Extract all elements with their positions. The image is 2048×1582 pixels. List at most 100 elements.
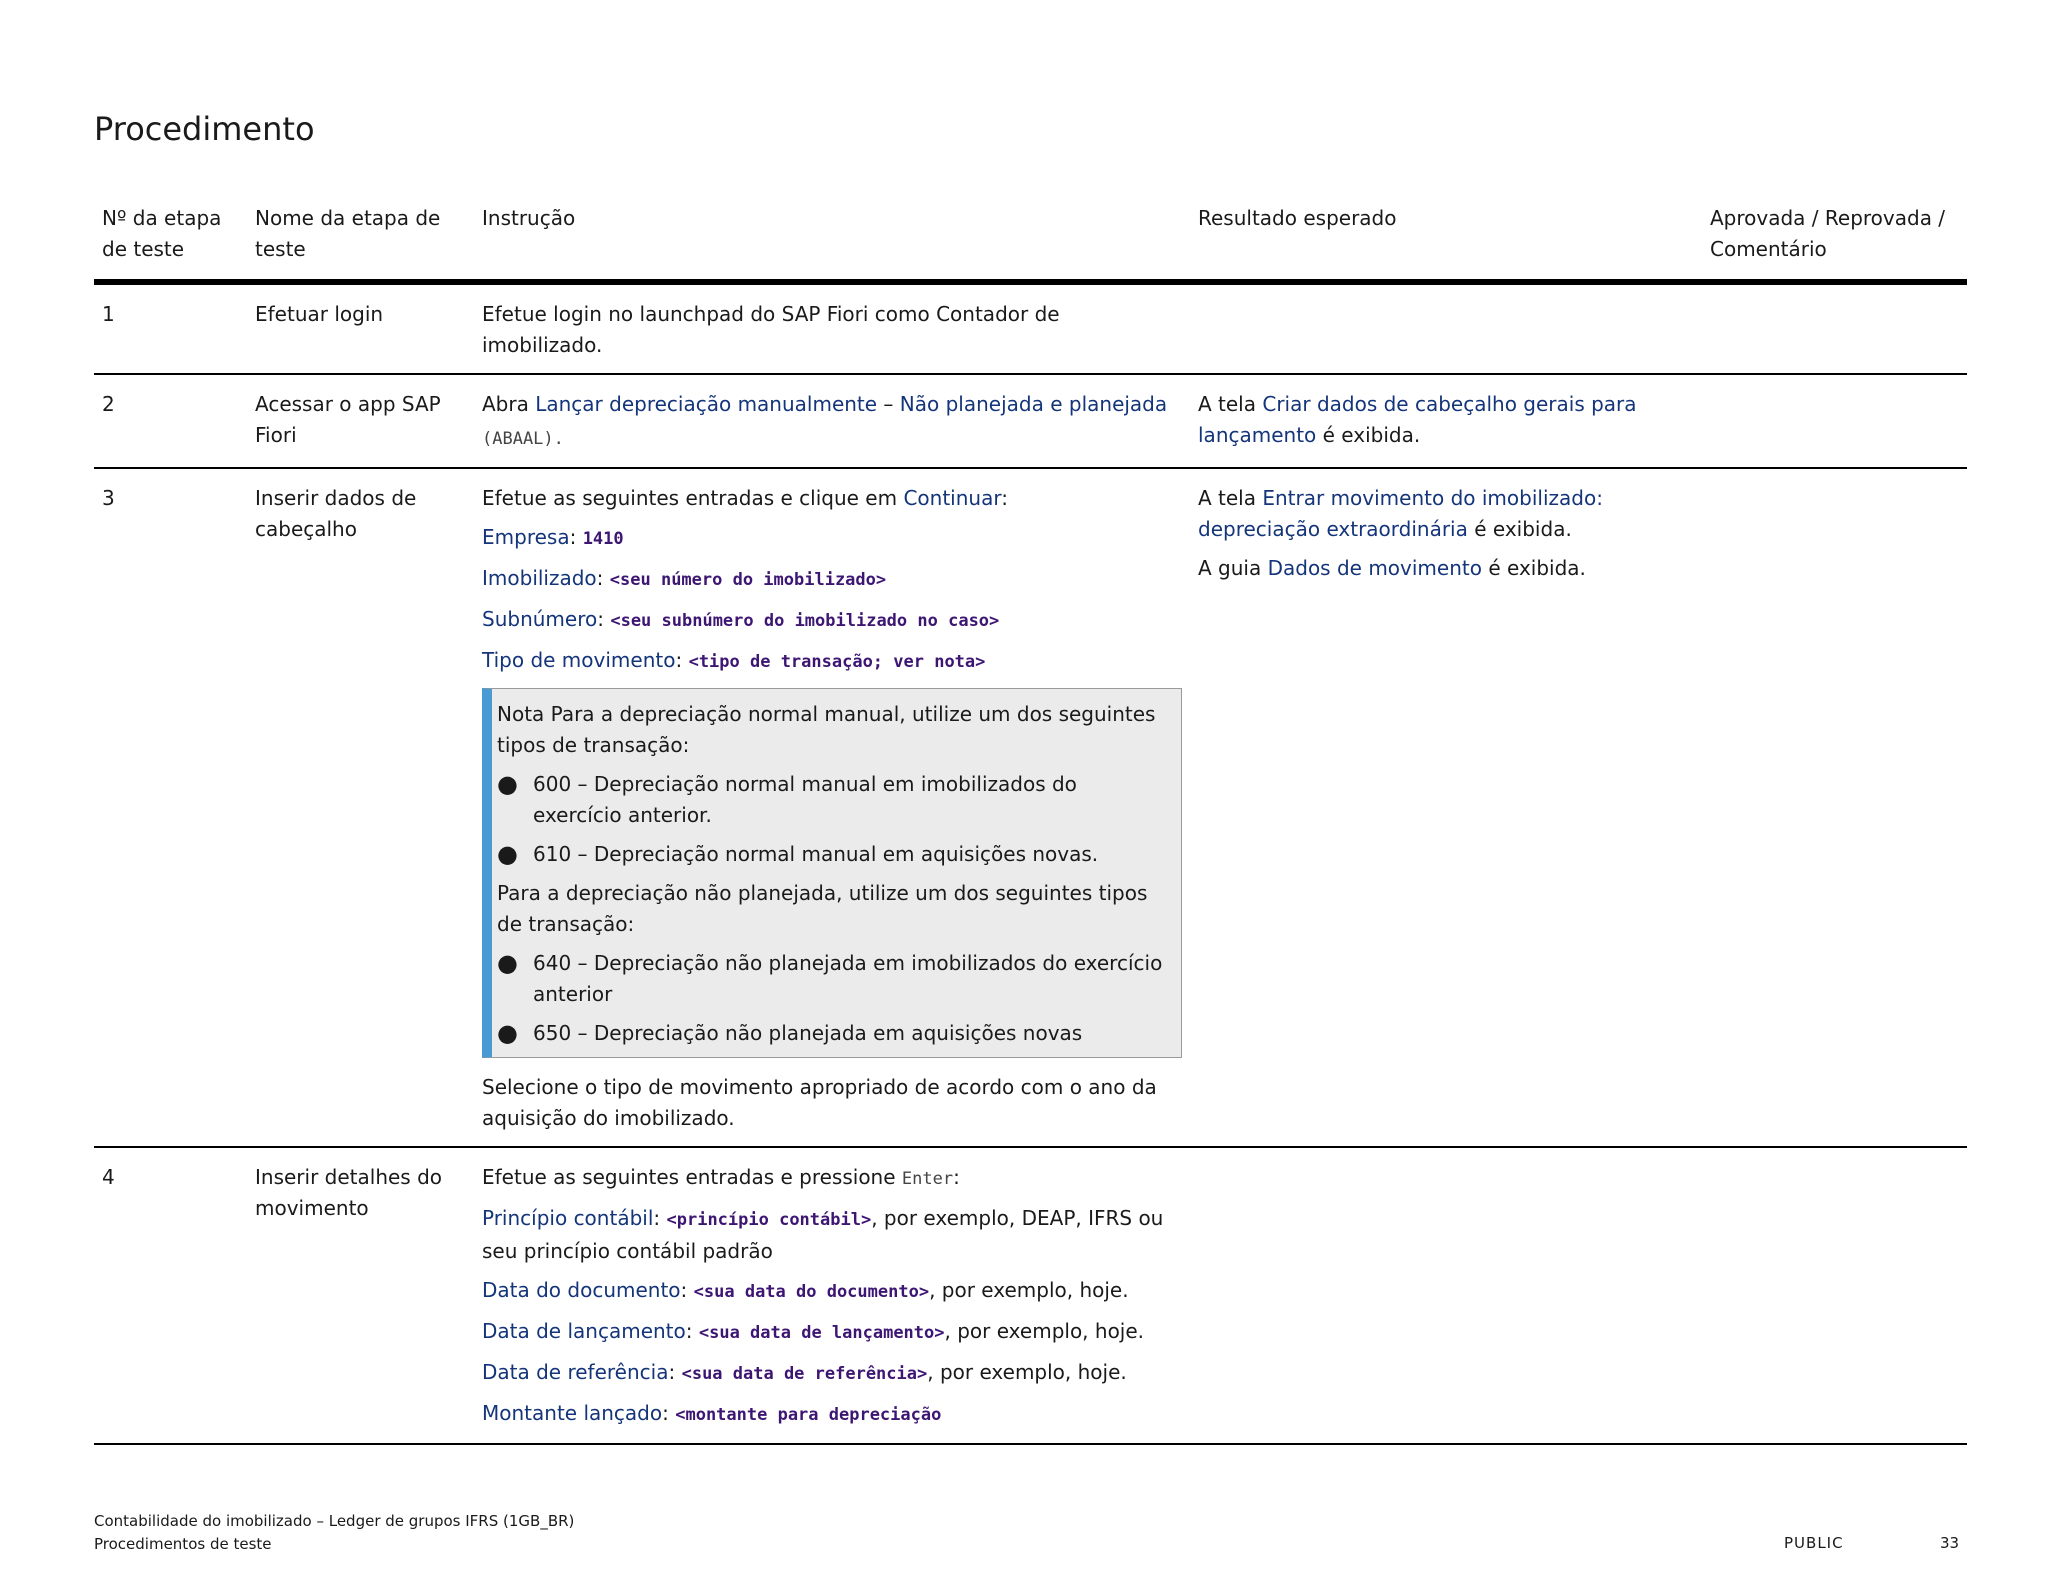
- header-step-number: Nº da etapa de teste: [94, 198, 247, 285]
- field-label[interactable]: Empresa: [482, 525, 570, 549]
- field-label[interactable]: Tipo de movimento: [482, 648, 676, 672]
- list-item: ● 640 – Depreciação não planejada em imob…: [497, 948, 1171, 1010]
- pass-fail-comment: [1702, 282, 1967, 375]
- field-entry-document-date: Data do documento: <sua data do document…: [482, 1278, 1129, 1302]
- instruction-end: .: [553, 429, 564, 449]
- note-box: Nota Para a depreciação normal manual, u…: [482, 688, 1182, 1058]
- screen-name-link[interactable]: Criar dados de cabeçalho gerais para lan…: [1198, 392, 1637, 447]
- footer-document-title: Contabilidade do imobilizado – Ledger de…: [94, 1512, 575, 1530]
- table-row: 1 Efetuar login Efetue login no launchpa…: [94, 282, 1967, 375]
- field-entry-company: Empresa: 1410: [482, 525, 624, 549]
- instruction-prefix: Abra: [482, 392, 536, 416]
- footer-section-title: Procedimentos de teste: [94, 1535, 272, 1553]
- field-value: 1410: [582, 529, 624, 549]
- step-number: 2: [94, 374, 247, 469]
- procedure-table: Nº da etapa de teste Nome da etapa de te…: [94, 198, 1967, 1445]
- field-label[interactable]: Princípio contábil: [482, 1206, 654, 1230]
- field-label[interactable]: Subnúmero: [482, 607, 598, 631]
- screen-name-link[interactable]: Entrar movimento do imobilizado: depreci…: [1198, 486, 1603, 541]
- expected-result: A tela Entrar movimento do imobilizado: …: [1190, 468, 1702, 1148]
- table-row: 4 Inserir detalhes do movimento Efetue a…: [94, 1147, 1967, 1445]
- step-name: Acessar o app SAP Fiori: [247, 374, 474, 469]
- list-item: ● 600 – Depreciação normal manual em imob…: [497, 769, 1171, 831]
- enter-key-code: Enter: [901, 1169, 954, 1189]
- pass-fail-comment: [1702, 374, 1967, 469]
- field-entry-movement-type: Tipo de movimento: <tipo de transação; v…: [482, 648, 986, 672]
- field-label[interactable]: Data de lançamento: [482, 1319, 686, 1343]
- header-step-name: Nome da etapa de teste: [247, 198, 474, 285]
- step-instruction: Efetue as seguintes entradas e pressione…: [474, 1147, 1190, 1445]
- result-text: A tela Entrar movimento do imobilizado: …: [1198, 483, 1694, 545]
- list-item: ● 610 – Depreciação normal manual em aqui…: [497, 839, 1171, 870]
- field-label[interactable]: Imobilizado: [482, 566, 597, 590]
- note-mid: Para a depreciação não planejada, utiliz…: [497, 881, 1148, 936]
- instruction-text: Efetue login no launchpad do SAP Fiori c…: [482, 302, 1060, 357]
- result-prefix: A tela: [1198, 392, 1263, 416]
- bullet-icon: ●: [497, 840, 518, 868]
- expected-result: [1190, 1147, 1702, 1445]
- field-value: <seu número do imobilizado>: [609, 570, 887, 590]
- footer-document-info: Contabilidade do imobilizado – Ledger de…: [94, 1510, 574, 1556]
- step-instruction: Abra Lançar depreciação manualmente – Nã…: [474, 374, 1190, 469]
- bullet-icon: ●: [497, 770, 518, 798]
- step-name: Inserir dados de cabeçalho: [247, 468, 474, 1148]
- field-label[interactable]: Montante lançado: [482, 1401, 663, 1425]
- table-row: 2 Acessar o app SAP Fiori Abra Lançar de…: [94, 374, 1967, 469]
- field-value: <princípio contábil>: [666, 1210, 872, 1230]
- field-label[interactable]: Data de referência: [482, 1360, 669, 1384]
- result-suffix: é exibida.: [1467, 517, 1572, 541]
- note-intro: Nota Para a depreciação normal manual, u…: [497, 702, 1156, 757]
- result-text: A guia Dados de movimento é exibida.: [1198, 553, 1694, 584]
- step-name: Inserir detalhes do movimento: [247, 1147, 474, 1445]
- field-value: <sua data de lançamento>: [698, 1323, 945, 1343]
- field-suffix: , por exemplo, hoje.: [927, 1360, 1127, 1384]
- field-label[interactable]: Data do documento: [482, 1278, 681, 1302]
- tab-name-link[interactable]: Dados de movimento: [1267, 556, 1482, 580]
- table-header-row: Nº da etapa de teste Nome da etapa de te…: [94, 198, 1967, 285]
- pass-fail-comment: [1702, 1147, 1967, 1445]
- result-prefix: A guia: [1198, 556, 1268, 580]
- field-entry-asset: Imobilizado: <seu número do imobilizado>: [482, 566, 887, 590]
- app-name-link[interactable]: Lançar depreciação manualmente: [535, 392, 878, 416]
- header-instruction: Instrução: [474, 198, 1190, 285]
- field-suffix: , por exemplo, hoje.: [929, 1278, 1129, 1302]
- list-item-text: 610 – Depreciação normal manual em aquis…: [533, 842, 1099, 866]
- intro-suffix: :: [1001, 486, 1008, 510]
- header-expected-result: Resultado esperado: [1190, 198, 1702, 285]
- intro-prefix: Efetue as seguintes entradas e clique em: [482, 486, 904, 510]
- step-number: 3: [94, 468, 247, 1148]
- list-item-text: 640 – Depreciação não planejada em imobi…: [533, 951, 1163, 1006]
- step-name: Efetuar login: [247, 282, 474, 375]
- field-suffix: , por exemplo, DEAP, IFRS ou seu princíp…: [482, 1206, 1164, 1263]
- list-item: ●650 – Depreciação não planejada em aqui…: [497, 1018, 1171, 1049]
- intro-prefix: Efetue as seguintes entradas e pressione: [482, 1165, 902, 1189]
- result-text: A tela Criar dados de cabeçalho gerais p…: [1198, 389, 1694, 451]
- field-value: <montante para depreciação: [675, 1405, 942, 1425]
- expected-result: A tela Criar dados de cabeçalho gerais p…: [1190, 374, 1702, 469]
- result-prefix: A tela: [1198, 486, 1263, 510]
- table-row: 3 Inserir dados de cabeçalho Efetue as s…: [94, 468, 1967, 1148]
- app-subname-link[interactable]: Não planejada e planejada: [899, 392, 1168, 416]
- field-entry-reference-date: Data de referência: <sua data de referên…: [482, 1360, 1127, 1384]
- instruction-separator: –: [877, 392, 900, 416]
- step-instruction: Efetue login no launchpad do SAP Fiori c…: [474, 282, 1190, 375]
- step-instruction: Efetue as seguintes entradas e clique em…: [474, 468, 1190, 1148]
- pass-fail-comment: [1702, 468, 1967, 1148]
- field-value: <sua data do documento>: [693, 1282, 930, 1302]
- step-number: 4: [94, 1147, 247, 1445]
- header-pass-fail-comment: Aprovada / Reprovada / Comentário: [1702, 198, 1967, 285]
- instruction-intro: Efetue as seguintes entradas e pressione…: [482, 1162, 1182, 1195]
- bullet-icon: ●: [497, 949, 518, 977]
- field-value: <sua data de referência>: [681, 1364, 928, 1384]
- continue-link[interactable]: Continuar: [903, 486, 1002, 510]
- step-number: 1: [94, 282, 247, 375]
- result-suffix: é exibida.: [1316, 423, 1421, 447]
- result-suffix: é exibida.: [1481, 556, 1586, 580]
- field-value: <tipo de transação; ver nota>: [688, 652, 986, 672]
- field-entry-posting-date: Data de lançamento: <sua data de lançame…: [482, 1319, 1145, 1343]
- after-note-text: Selecione o tipo de movimento apropriado…: [482, 1075, 1157, 1130]
- list-item-text: 600 – Depreciação normal manual em imobi…: [533, 772, 1077, 827]
- instruction-intro: Efetue as seguintes entradas e clique em…: [482, 483, 1182, 514]
- field-suffix: , por exemplo, hoje.: [944, 1319, 1145, 1343]
- intro-suffix: :: [953, 1165, 960, 1189]
